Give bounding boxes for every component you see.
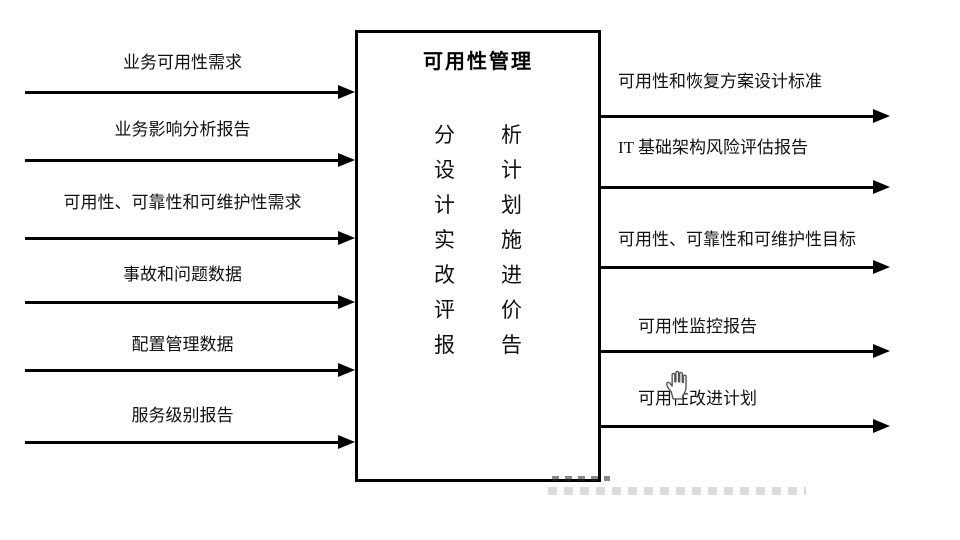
arrowhead-icon — [873, 180, 890, 194]
arrowhead-icon — [338, 85, 355, 99]
output-label-availability-reliability-maintainability-targets: 可用性、可靠性和可维护性目标 — [618, 230, 856, 249]
process-word: 计 — [501, 158, 522, 182]
output-label-availability-monitoring-report: 可用性监控报告 — [638, 317, 757, 336]
process-row-design: 设计 — [434, 153, 522, 188]
process-word: 价 — [501, 298, 522, 322]
process-row-implement: 实施 — [434, 223, 522, 258]
input-label-business-impact-analysis-report: 业务影响分析报告 — [114, 120, 251, 139]
arrowhead-icon — [338, 295, 355, 309]
arrowhead-icon — [873, 109, 890, 123]
output-arrow — [601, 419, 890, 433]
process-row-plan: 计划 — [434, 188, 522, 223]
process-word-list: 分析 设计 计划 实施 改进 评价 报告 — [434, 118, 522, 363]
process-word: 报 — [434, 333, 455, 357]
arrowhead-icon — [338, 231, 355, 245]
input-label-configuration-management-data: 配置管理数据 — [131, 335, 234, 354]
process-word: 实 — [434, 228, 455, 252]
process-row-improve: 改进 — [434, 258, 522, 293]
output-label-availability-recovery-design-criteria: 可用性和恢复方案设计标准 — [618, 72, 822, 91]
process-word: 分 — [434, 123, 455, 147]
input-arrow — [25, 363, 355, 377]
process-word: 告 — [501, 333, 522, 357]
arrowhead-icon — [338, 435, 355, 449]
output-arrow — [601, 344, 890, 358]
input-arrow — [25, 231, 355, 245]
watermark — [548, 487, 806, 495]
input-arrow — [25, 85, 355, 99]
process-word: 施 — [501, 228, 522, 252]
process-word: 析 — [501, 123, 522, 147]
output-arrow — [601, 260, 890, 274]
process-box: 可用性管理 分析 设计 计划 实施 改进 评价 报告 — [355, 30, 601, 482]
input-arrow — [25, 295, 355, 309]
input-arrow — [25, 435, 355, 449]
process-row-evaluate: 评价 — [434, 293, 522, 328]
process-word: 设 — [434, 158, 455, 182]
arrowhead-icon — [873, 344, 890, 358]
process-box-title: 可用性管理 — [423, 51, 533, 73]
input-label-business-availability-requirements: 业务可用性需求 — [123, 53, 242, 72]
watermark — [552, 476, 610, 481]
process-word: 计 — [434, 193, 455, 217]
input-label-incident-problem-data: 事故和问题数据 — [123, 265, 242, 284]
arrowhead-icon — [873, 260, 890, 274]
process-row-analysis: 分析 — [434, 118, 522, 153]
hand-cursor-icon — [666, 370, 687, 400]
arrowhead-icon — [338, 153, 355, 167]
output-label-it-infrastructure-risk-assessment-report: IT 基础架构风险评估报告 — [618, 138, 808, 157]
input-arrow — [25, 153, 355, 167]
arrowhead-icon — [873, 419, 890, 433]
process-word: 进 — [501, 263, 522, 287]
process-row-report: 报告 — [434, 328, 522, 363]
process-word: 评 — [434, 298, 455, 322]
input-label-availability-reliability-maintainability-requirements: 可用性、可靠性和可维护性需求 — [63, 193, 302, 212]
arrowhead-icon — [338, 363, 355, 377]
output-arrow — [601, 109, 890, 123]
output-arrow — [601, 180, 890, 194]
process-word: 划 — [501, 193, 522, 217]
process-word: 改 — [434, 263, 455, 287]
input-label-service-level-report: 服务级别报告 — [131, 406, 234, 425]
output-label-availability-improvement-plan: 可用性改进计划 — [638, 389, 757, 408]
